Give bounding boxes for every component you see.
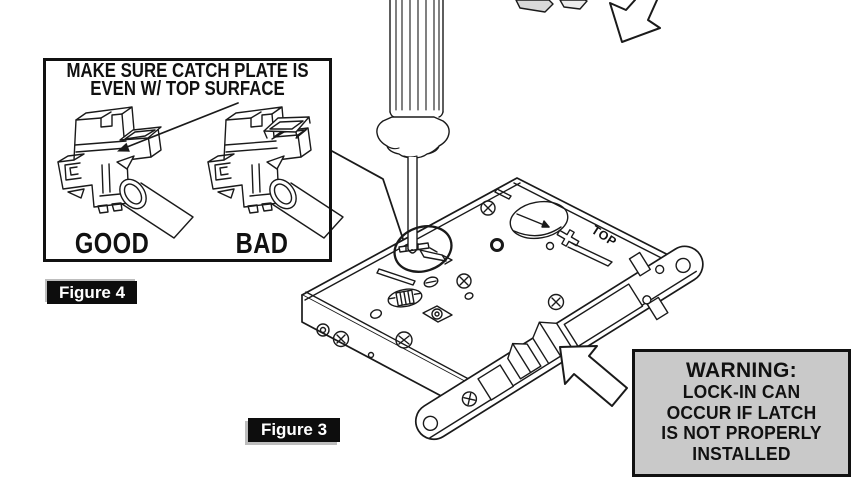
warning-line-1: LOCK-IN CAN [682, 382, 801, 402]
bad-latch-illustration [207, 106, 344, 239]
warning-box: WARNING: LOCK-IN CAN OCCUR IF LATCH IS N… [632, 349, 851, 477]
screwdriver-illustration [376, 0, 450, 254]
figure4-label: Figure 4 [47, 281, 137, 304]
mortise-lock-illustration [301, 177, 704, 441]
callout-title-line2: EVEN W/ TOP SURFACE [90, 78, 285, 100]
down-arrow [609, 0, 661, 43]
catch-plate-slot [398, 242, 453, 265]
callout-box [43, 58, 332, 262]
callout-title-line1: MAKE SURE CATCH PLATE IS [66, 60, 309, 82]
screwdriver-collar [376, 116, 450, 159]
shaded-fragment-2 [559, 0, 588, 10]
bad-label: BAD [235, 228, 289, 260]
spindle-hub [387, 288, 423, 308]
warning-line-3: IS NOT PROPERLY [661, 423, 822, 443]
warning-line-4: INSTALLED [692, 443, 791, 464]
callout-title: MAKE SURE CATCH PLATE IS EVEN W/ TOP SUR… [66, 60, 309, 100]
warning-line-2: OCCUR IF LATCH [666, 402, 817, 423]
shaded-fragment [515, 0, 554, 13]
warning-title: WARNING: [686, 359, 797, 382]
inspection-circle [393, 225, 453, 273]
good-latch-illustration [57, 106, 194, 239]
latch-pointer-arrow [559, 345, 628, 407]
callout-pointer-line [126, 102, 239, 148]
good-label: GOOD [74, 228, 150, 260]
figure3-label: Figure 3 [248, 418, 340, 442]
callout-pointer-arrowhead [117, 142, 130, 152]
leader-line [329, 149, 404, 240]
